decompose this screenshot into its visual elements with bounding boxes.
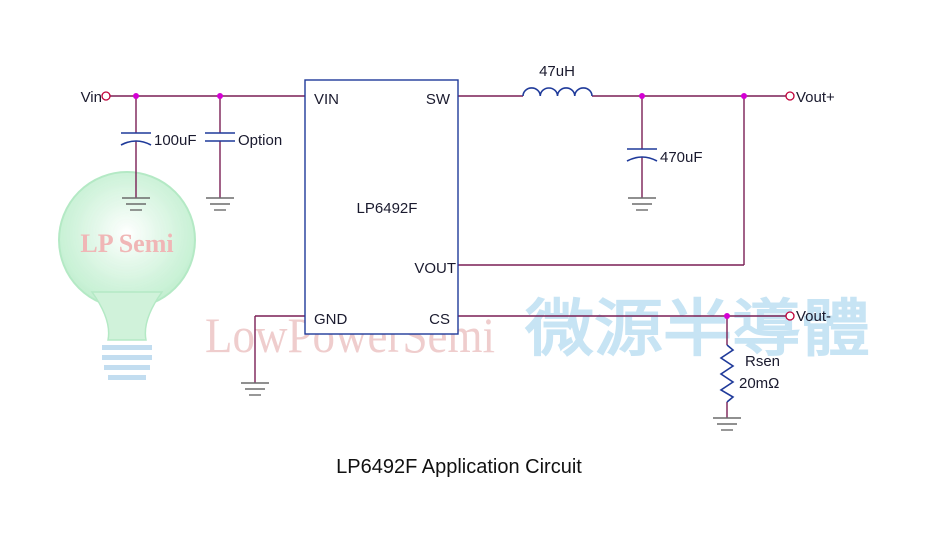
capacitor-curved-plate-icon bbox=[120, 140, 152, 146]
lightbulb-neck-icon bbox=[90, 291, 164, 341]
pin-gnd-label: GND bbox=[314, 311, 348, 328]
terminal-vin: Vin bbox=[81, 89, 111, 106]
resistor-zigzag-icon bbox=[719, 344, 735, 403]
lightbulb-base-ring bbox=[102, 355, 152, 360]
capacitor-470uf: 470uF bbox=[626, 148, 703, 166]
ground-ic bbox=[241, 382, 269, 396]
ground-cin bbox=[122, 197, 150, 211]
ic-name: LP6492F bbox=[357, 200, 418, 217]
junction-dot bbox=[724, 313, 730, 319]
terminal-circle-icon bbox=[101, 91, 111, 101]
watermark: LP Semi LowPowerSemi 微源半導體 bbox=[58, 171, 870, 380]
lightbulb-base-ring bbox=[104, 365, 150, 370]
lightbulb-base-ring bbox=[102, 345, 152, 350]
ic-body bbox=[304, 79, 459, 335]
inductor-47uh: 47uH bbox=[522, 63, 593, 97]
capacitor-100uf: 100uF bbox=[120, 132, 197, 149]
diagram-title: LP6492F Application Circuit bbox=[336, 456, 582, 478]
watermark-chinese: 微源半導體 bbox=[524, 292, 870, 365]
ground-cout bbox=[628, 197, 656, 211]
pin-cs-label: CS bbox=[429, 311, 450, 328]
inductor-value: 47uH bbox=[539, 63, 575, 80]
ground-copt bbox=[206, 197, 234, 211]
copt-value: Option bbox=[238, 132, 282, 149]
ground-rsen bbox=[713, 417, 741, 431]
logo-text: LP Semi bbox=[80, 229, 173, 258]
junction-dot bbox=[133, 93, 139, 99]
pin-sw-label: SW bbox=[426, 91, 451, 108]
rsen-name: Rsen bbox=[745, 353, 780, 370]
terminal-vout-minus-label: Vout- bbox=[796, 308, 831, 325]
junctions bbox=[133, 93, 747, 319]
inductor-coil-icon bbox=[522, 87, 593, 97]
rsen-value: 20mΩ bbox=[739, 375, 779, 392]
junction-dot bbox=[639, 93, 645, 99]
pin-vout-label: VOUT bbox=[414, 260, 456, 277]
terminal-vout-minus: Vout- bbox=[785, 308, 831, 325]
terminal-circle-icon bbox=[785, 311, 795, 321]
cin-value: 100uF bbox=[154, 132, 197, 149]
junction-dot bbox=[741, 93, 747, 99]
lightbulb-base-ring bbox=[108, 375, 146, 380]
cout-value: 470uF bbox=[660, 149, 703, 166]
capacitor-curved-plate-icon bbox=[626, 156, 658, 162]
terminal-vin-label: Vin bbox=[81, 89, 102, 106]
pin-vin-label: VIN bbox=[314, 91, 339, 108]
terminal-circle-icon bbox=[785, 91, 795, 101]
terminal-vout-plus: Vout+ bbox=[785, 89, 835, 106]
capacitor-option: Option bbox=[205, 132, 282, 149]
wires bbox=[110, 95, 786, 418]
terminal-vout-plus-label: Vout+ bbox=[796, 89, 835, 106]
junction-dot bbox=[217, 93, 223, 99]
resistor-rsen: Rsen 20mΩ bbox=[719, 344, 780, 403]
ic-lp6492f: LP6492F VIN SW VOUT GND CS bbox=[304, 79, 459, 335]
lightbulb-logo: LP Semi bbox=[58, 171, 196, 380]
